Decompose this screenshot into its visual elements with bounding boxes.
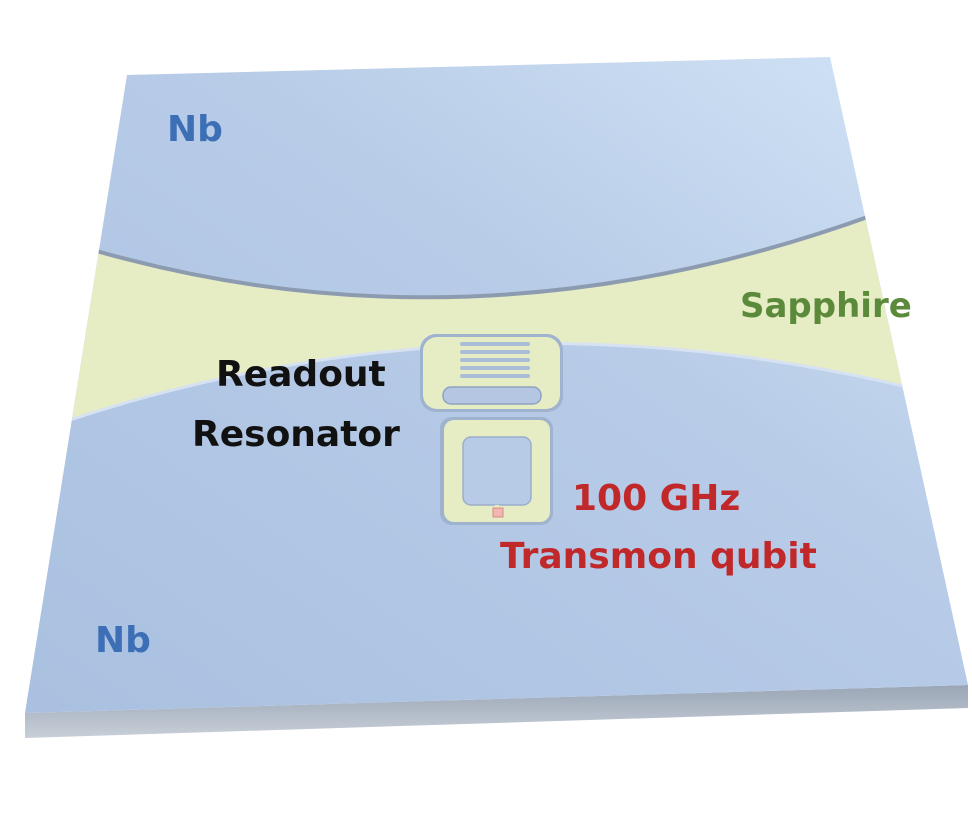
chip-front-edge	[25, 685, 968, 738]
label-qubit-line1: 100 GHz	[572, 478, 740, 519]
label-qubit-line2: Transmon qubit	[500, 536, 817, 577]
label-readout-line2: Resonator	[192, 414, 400, 455]
josephson-junction	[492, 507, 504, 518]
transmon-qubit	[440, 417, 553, 525]
label-nb-top: Nb	[167, 109, 223, 150]
label-readout-line1: Readout	[216, 354, 386, 395]
label-sapphire: Sapphire	[740, 286, 912, 326]
readout-resonator	[420, 334, 563, 412]
label-nb-bottom: Nb	[95, 620, 151, 661]
sapphire-gap	[40, 205, 920, 430]
